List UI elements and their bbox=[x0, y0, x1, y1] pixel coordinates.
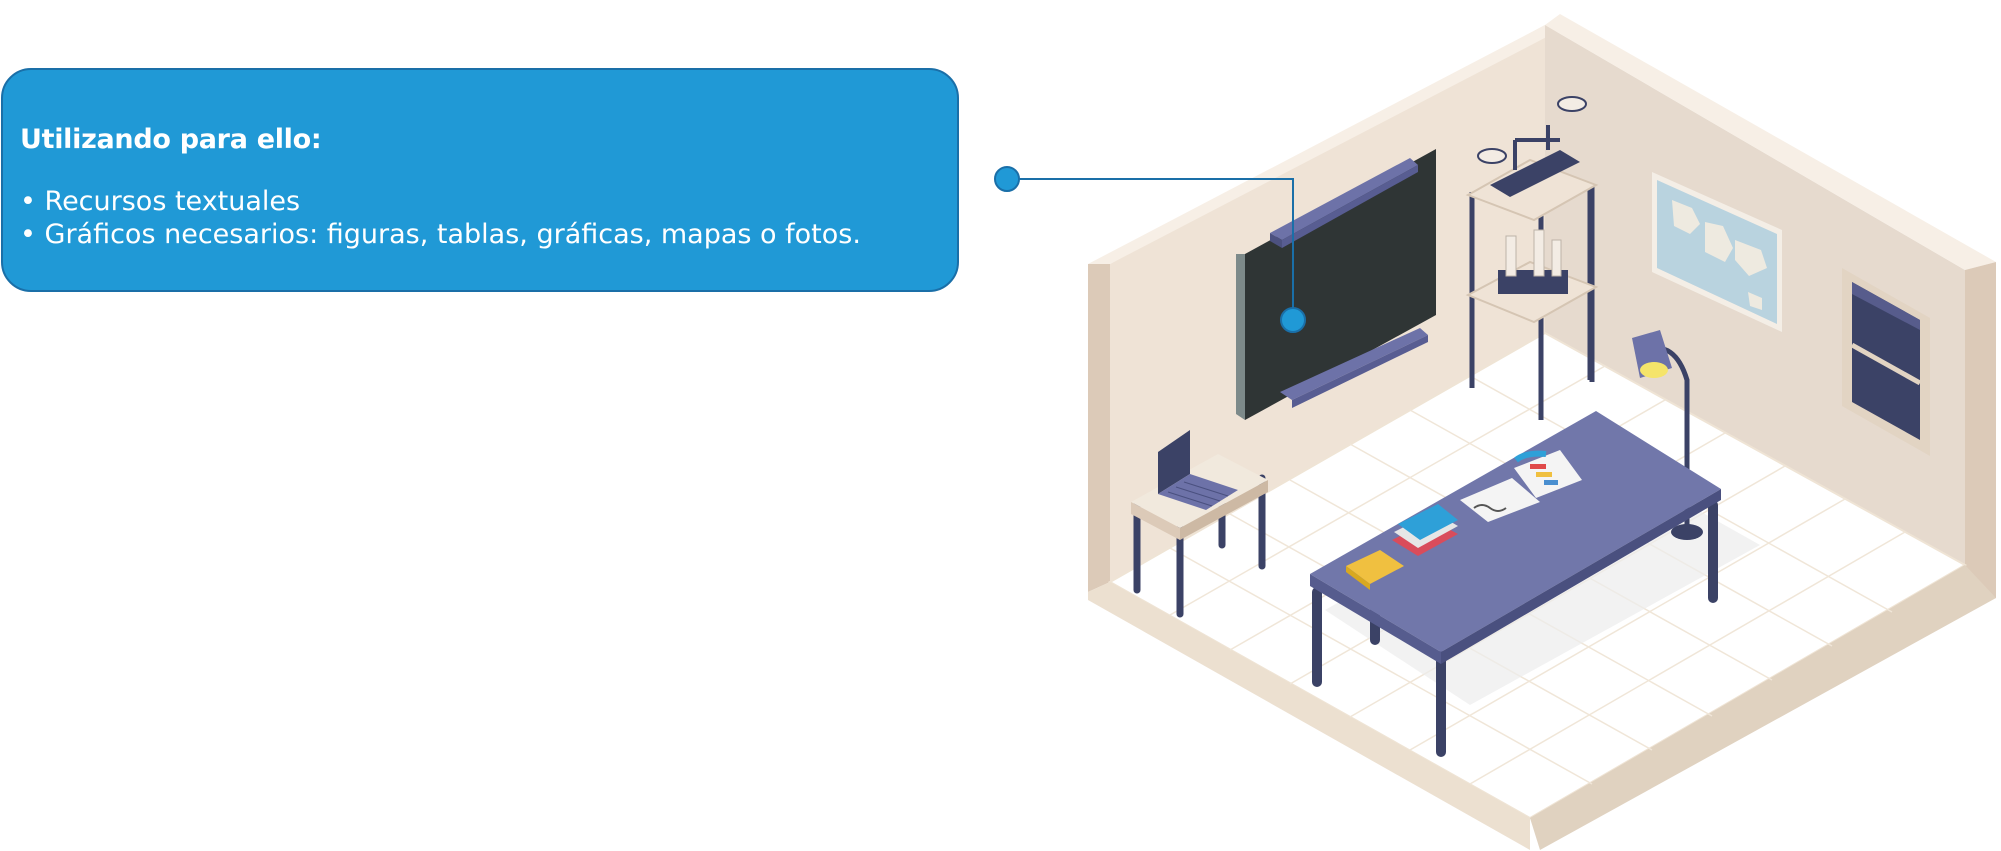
info-callout: Utilizando para ello: Recursos textuales… bbox=[1, 68, 959, 292]
connector-dot-start bbox=[994, 166, 1020, 192]
wall-screen bbox=[1236, 149, 1436, 420]
callout-title: Utilizando para ello: bbox=[20, 124, 322, 155]
callout-item-graphics: Gráficos necesarios: figuras, tablas, gr… bbox=[20, 218, 957, 251]
callout-list: Recursos textuales Gráficos necesarios: … bbox=[20, 185, 957, 251]
connector-dot-end bbox=[1280, 307, 1306, 333]
room-walls bbox=[1088, 14, 1996, 608]
documents bbox=[1460, 450, 1582, 522]
callout-item-textual-resources: Recursos textuales bbox=[20, 185, 957, 218]
desk-lamp bbox=[1632, 330, 1703, 540]
callout-connector bbox=[994, 166, 1306, 333]
study-table bbox=[1310, 411, 1721, 757]
books bbox=[1346, 504, 1458, 590]
window bbox=[1842, 268, 1930, 456]
lab-shelf bbox=[1465, 96, 1599, 420]
laptop bbox=[1158, 430, 1238, 510]
world-map bbox=[1652, 172, 1782, 332]
